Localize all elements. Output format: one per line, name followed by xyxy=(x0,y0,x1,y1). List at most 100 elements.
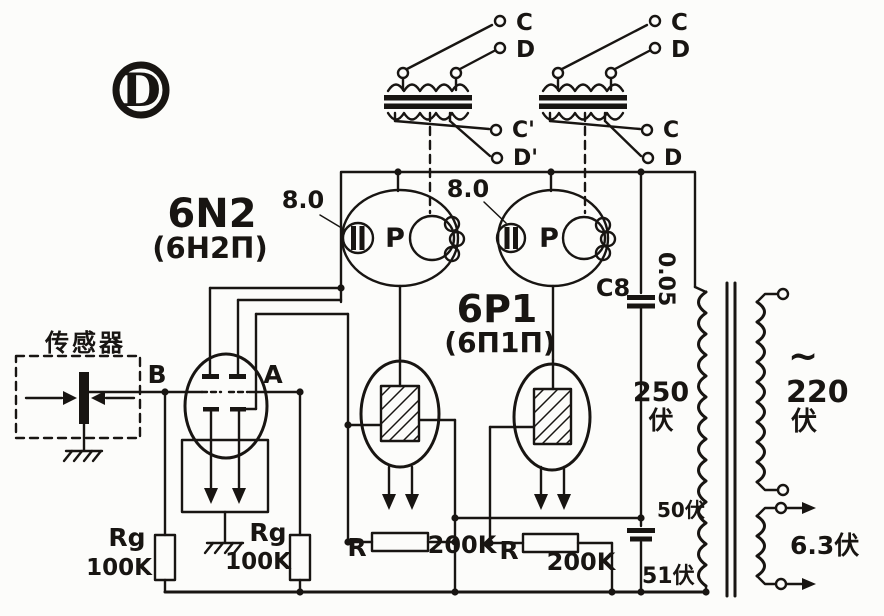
label-220v-unit: 伏 xyxy=(791,407,817,437)
winding-loop xyxy=(443,215,461,233)
terminal xyxy=(551,66,565,80)
label-rg1-value: 100K xyxy=(86,555,153,581)
electrode-hatch xyxy=(533,388,572,445)
resistor-rg2 xyxy=(288,533,312,582)
core-lamination xyxy=(384,95,472,101)
label-r2-value: 200K xyxy=(547,548,617,576)
output-transformer-right xyxy=(539,83,655,215)
logo-mark: D xyxy=(112,61,170,119)
resistor-rg1 xyxy=(153,533,177,582)
arrow-down xyxy=(232,488,246,504)
tap-wires-top-right xyxy=(551,14,662,92)
cap-plate xyxy=(504,227,510,249)
c8-plate xyxy=(627,295,655,300)
arrow-down xyxy=(405,494,419,510)
label-cap-50v: 50伏 xyxy=(657,498,705,522)
electrolytic-plate xyxy=(627,528,655,533)
terminal-c xyxy=(640,123,654,137)
label-r2: R xyxy=(499,536,518,565)
hv-winding xyxy=(697,290,708,588)
sensor-block xyxy=(14,354,142,463)
terminal-label-d-top-left: D xyxy=(516,37,535,63)
label-6n2-alt: (6Н2П) xyxy=(152,231,267,265)
label-cap-8-2: 8.0 xyxy=(447,175,490,203)
label-c8-value: 0.05 xyxy=(653,252,678,306)
capacitor-8uf xyxy=(495,222,527,254)
ground-cathode xyxy=(203,541,245,555)
anode-bar xyxy=(229,374,246,379)
mains-winding xyxy=(755,300,766,484)
terminal-label-c-top-left: C xyxy=(516,10,533,36)
terminal-d xyxy=(493,41,507,55)
capacitor-8uf xyxy=(341,221,375,255)
resistor-r1 xyxy=(370,531,430,553)
terminal xyxy=(604,66,618,80)
label-r1-value: 200K xyxy=(428,531,498,559)
primary-winding xyxy=(408,214,456,262)
arrow-toward-sensor xyxy=(63,391,77,405)
tube-envelope xyxy=(183,352,269,460)
resistors xyxy=(153,531,614,594)
core-lamination xyxy=(384,103,472,109)
label-cap-8-1: 8.0 xyxy=(282,186,325,214)
label-220v: 220 xyxy=(786,375,849,410)
label-250v: 250 xyxy=(633,377,689,408)
terminal xyxy=(449,66,463,80)
core-lamination xyxy=(539,103,627,109)
terminal xyxy=(396,66,410,80)
terminal-label-c-mid-right: C xyxy=(663,118,679,143)
label-p1: P xyxy=(385,223,405,254)
input-wiring xyxy=(87,390,302,537)
mains-terminal xyxy=(776,483,790,497)
label-rg2-value: 100K xyxy=(225,549,292,575)
sensor-element xyxy=(79,372,89,424)
winding-loop xyxy=(594,216,612,234)
sensor-dashed-box xyxy=(14,354,142,440)
terminal-label-c-mid-left: C' xyxy=(512,118,535,143)
label-p2: P xyxy=(539,223,559,254)
arrow-down xyxy=(204,488,218,504)
terminal-label-d-mid-left: D' xyxy=(513,146,538,171)
heater-terminal xyxy=(774,501,788,515)
primary-winding xyxy=(561,215,607,261)
core-lamination xyxy=(539,95,627,101)
terminal-c xyxy=(648,14,662,28)
terminal-d xyxy=(648,41,662,55)
c8-branch xyxy=(453,170,655,594)
junction-dots xyxy=(161,168,710,596)
electrolytic-plate xyxy=(630,536,652,542)
label-cap-51v: 51伏 xyxy=(642,563,695,589)
cathode-bar xyxy=(203,407,219,412)
arrow-down xyxy=(382,494,396,510)
terminal-c xyxy=(493,14,507,28)
tube-6p1-b xyxy=(488,358,592,545)
label-rg1: Rg xyxy=(108,523,145,552)
logo-letter: D xyxy=(121,63,161,117)
ground-sensor xyxy=(62,449,104,463)
label-6p1-alt: (6П1П) xyxy=(444,326,555,359)
terminal-label-c-top-right: C xyxy=(671,10,688,36)
label-6p1: 6P1 xyxy=(457,287,538,331)
tube-6n2 xyxy=(180,286,270,555)
label-c8: C8 xyxy=(596,274,630,302)
c8-plate xyxy=(627,303,655,309)
label-6-3v: 6.3伏 xyxy=(790,531,859,560)
electrode-hatch xyxy=(380,385,420,442)
terminal-d xyxy=(641,151,655,165)
label-rg2: Rg xyxy=(249,518,286,547)
arrow-toward-sensor xyxy=(91,391,105,405)
heater-winding xyxy=(755,514,766,578)
electrode-block xyxy=(379,384,421,443)
label-6n2: 6N2 xyxy=(167,191,256,237)
coupling-unit-2 xyxy=(483,188,617,362)
cap-plate xyxy=(513,227,518,249)
terminal-c-prime xyxy=(489,123,503,137)
output-transformer-left xyxy=(384,83,504,215)
label-node-a: A xyxy=(263,360,283,389)
winding-loop xyxy=(443,245,461,263)
cathode-bar xyxy=(230,407,246,412)
tube-base-box xyxy=(180,438,270,514)
winding-loop xyxy=(448,230,466,248)
winding-loop xyxy=(599,230,617,248)
arrow-right xyxy=(802,502,816,514)
